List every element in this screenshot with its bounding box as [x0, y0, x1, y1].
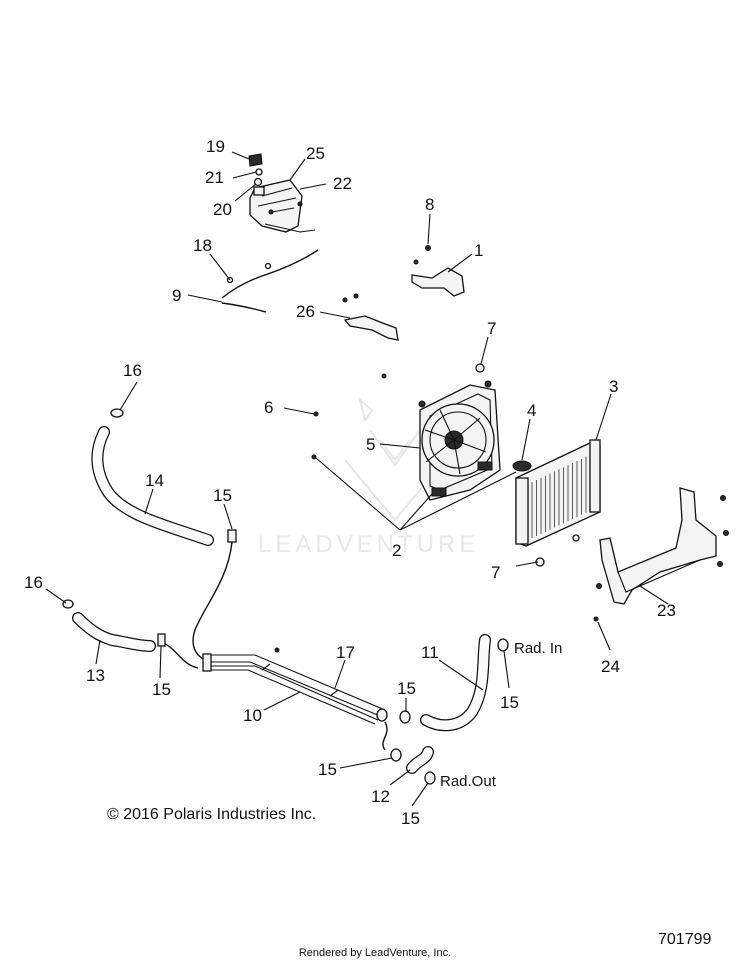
callout-8: 8: [425, 195, 434, 214]
callout-15-b: 15: [152, 680, 171, 699]
callout-12: 12: [371, 787, 390, 806]
callout-2: 2: [392, 541, 401, 560]
copyright-notice: © 2016 Polaris Industries Inc.: [107, 806, 317, 823]
bracket-1: [411, 245, 465, 297]
hose-14: [91, 426, 214, 546]
reservoir-cap-19: [248, 153, 263, 187]
clamp-16-top: [110, 408, 124, 418]
radiator-3: [515, 439, 601, 547]
clamp-15-lower: [390, 748, 402, 762]
bolt-a: [381, 373, 387, 379]
callout-15-c: 15: [397, 679, 416, 698]
bolt-22b: [297, 201, 303, 207]
callout-1: 1: [474, 241, 483, 260]
callout-17: 17: [336, 643, 355, 662]
callout-15-d: 15: [500, 693, 519, 712]
leader-lines: [45, 151, 669, 807]
label-rad-out: Rad.Out: [440, 773, 497, 790]
callout-15-f: 15: [401, 809, 420, 828]
footer-credit: Rendered by LeadVenture, Inc.: [298, 947, 452, 959]
clamp-15-left: [157, 633, 166, 647]
callout-16-top: 16: [123, 361, 142, 380]
bracket-26: [342, 293, 399, 341]
callout-24: 24: [601, 657, 620, 676]
callout-5: 5: [366, 435, 375, 454]
callout-19: 19: [206, 137, 225, 156]
callout-15-a: 15: [213, 486, 232, 505]
nut-7-top: [475, 363, 485, 373]
diagram-number: 701799: [658, 931, 712, 948]
clamp-15-rad-out: [424, 771, 436, 785]
callout-18: 18: [193, 236, 212, 255]
clamp-16-left: [62, 599, 74, 609]
watermark-text: LEADVENTURE: [258, 531, 479, 558]
label-rad-in: Rad. In: [514, 640, 562, 657]
callout-20: 20: [213, 200, 232, 219]
guard-23: [596, 487, 729, 605]
callout-3: 3: [609, 377, 618, 396]
callout-26: 26: [296, 302, 315, 321]
callout-11: 11: [421, 643, 439, 662]
hose-11: [420, 634, 491, 732]
clamp-15-rad-in: [497, 638, 509, 652]
hose-13: [72, 612, 156, 652]
callout-9: 9: [172, 286, 181, 305]
callout-4: 4: [527, 401, 536, 420]
marker-17: [274, 647, 280, 653]
coolant-tubes-10: [202, 653, 388, 751]
fan-shroud-5: [418, 380, 501, 501]
callout-10: 10: [243, 706, 262, 725]
callout-23: 23: [657, 601, 676, 620]
callout-15-e: 15: [318, 760, 337, 779]
screw-2: [311, 454, 317, 460]
nut-7c: [572, 534, 580, 542]
bleed-tube: [192, 529, 237, 661]
callout-13: 13: [86, 666, 105, 685]
coolant-reservoir-25: [249, 179, 316, 233]
bolt-24: [593, 616, 599, 622]
callout-14: 14: [145, 471, 164, 490]
small-hose: [159, 641, 199, 669]
callout-25: 25: [306, 144, 325, 163]
callout-16-left: 16: [24, 573, 43, 592]
bolt-22: [268, 209, 274, 215]
elbow-12: [406, 746, 434, 774]
callout-7-top: 7: [487, 319, 496, 338]
callout-22: 22: [333, 174, 352, 193]
callout-6: 6: [264, 398, 273, 417]
screw-6: [313, 411, 319, 417]
leadventure-watermark: LEADVENTURE: [258, 397, 479, 558]
callout-21: 21: [205, 168, 224, 187]
clamp-15-mid: [399, 710, 411, 724]
callout-7-bottom: 7: [491, 563, 500, 582]
radiator-cap-4: [512, 460, 532, 472]
